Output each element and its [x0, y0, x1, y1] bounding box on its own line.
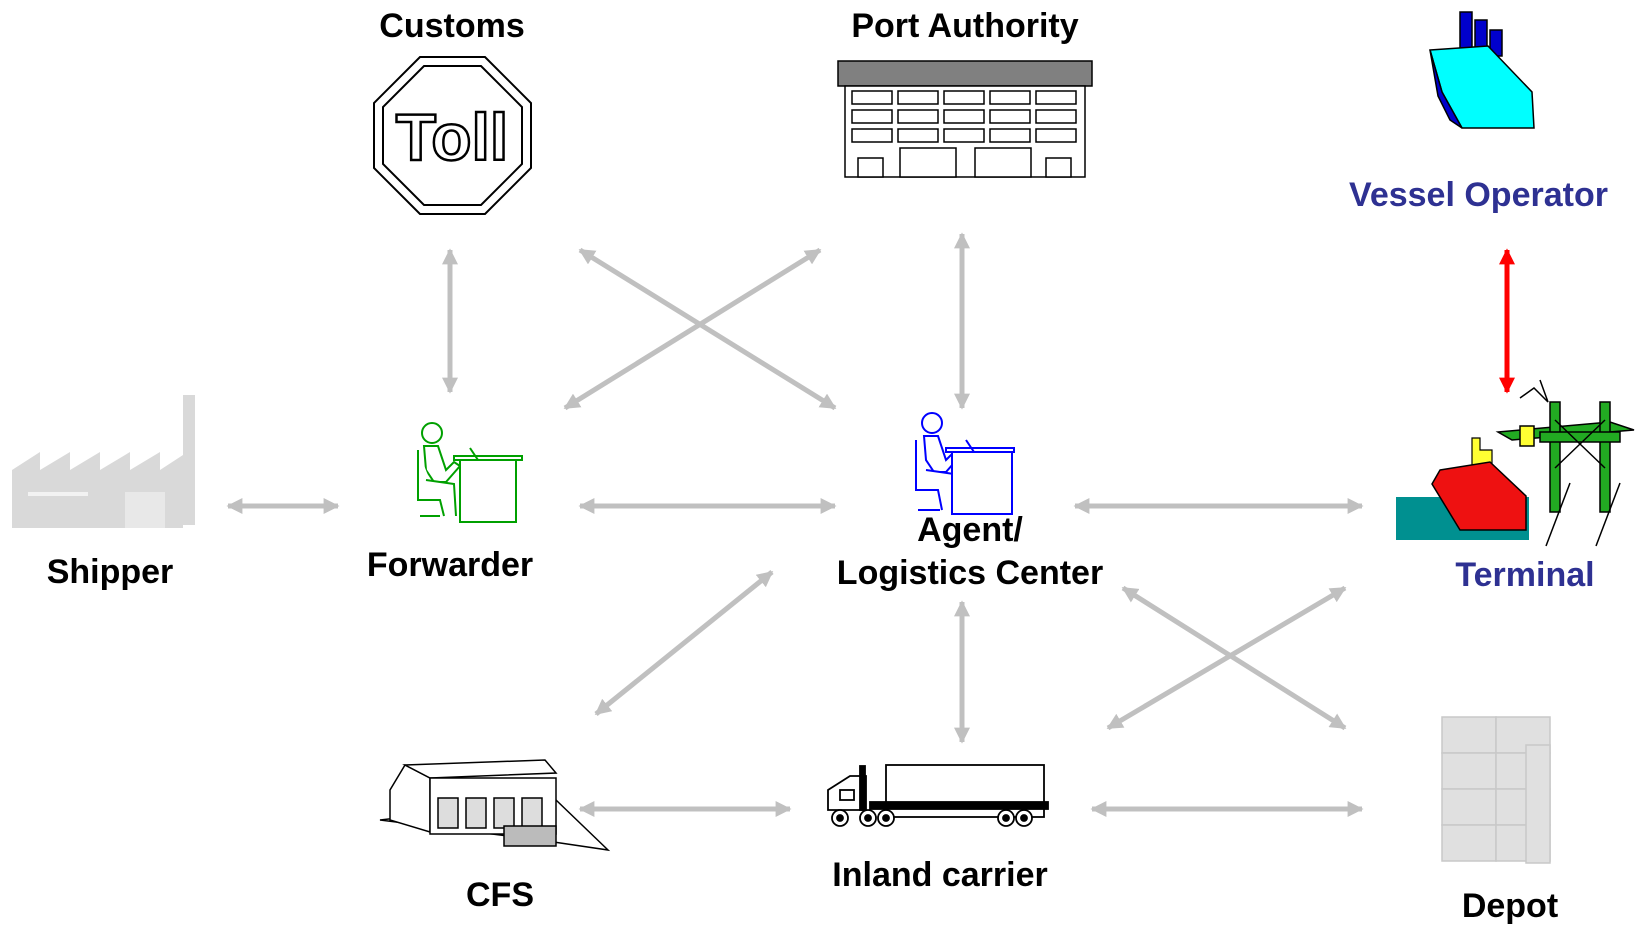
customs-label: Customs	[379, 7, 525, 45]
warehouse-icon	[379, 759, 611, 852]
ship-icon	[1429, 11, 1535, 129]
truck-icon	[827, 764, 1049, 827]
desk-worker-icon	[417, 422, 523, 523]
factory-icon	[12, 395, 195, 528]
inland-carrier-label: Inland carrier	[832, 856, 1048, 894]
arrow-portauthority-forwarder	[563, 247, 822, 411]
cfs-label: CFS	[466, 876, 534, 914]
desk-worker-icon	[915, 412, 1015, 515]
depot-label: Depot	[1461, 887, 1559, 925]
terminal-label: Terminal	[1455, 556, 1595, 594]
crane-ship-icon	[1396, 379, 1635, 547]
arrow-terminal-inland	[1106, 585, 1347, 731]
logistics-center-label: Logistics Center	[836, 554, 1104, 592]
toll-sign-icon: Toll	[373, 56, 532, 215]
arrow-agent-cfs	[594, 570, 774, 716]
arrow-customs-agent	[578, 247, 837, 411]
svg-text:Toll: Toll	[396, 100, 508, 174]
office-building-icon	[837, 60, 1093, 178]
connection-arrows	[226, 232, 1516, 818]
agent-label-line1: Agent/	[917, 511, 1023, 549]
vessel-operator-label: Vessel Operator	[1349, 176, 1608, 214]
shipper-label: Shipper	[46, 553, 174, 591]
port-authority-label: Port Authority	[851, 7, 1079, 45]
forwarder-label: Forwarder	[366, 546, 534, 584]
container-stack-icon	[1441, 716, 1551, 864]
